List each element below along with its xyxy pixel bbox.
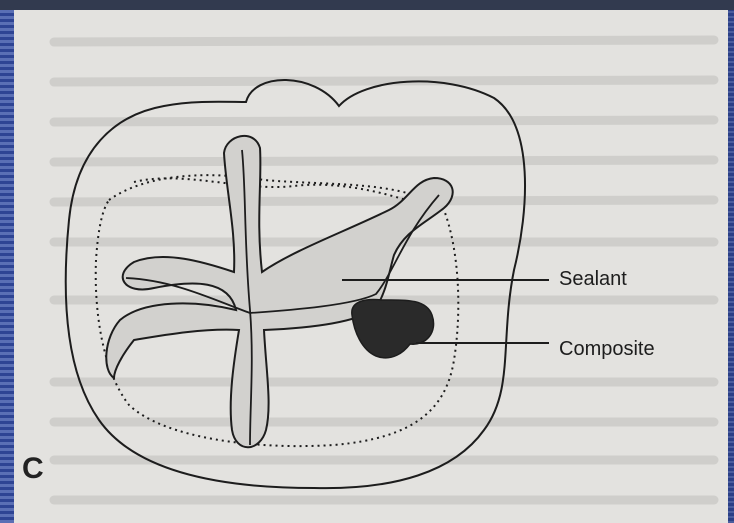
- slide-top-band: [0, 0, 734, 10]
- sealant-label: Sealant: [559, 268, 627, 291]
- tooth-diagram: [14, 10, 728, 523]
- sealant-shape: [106, 136, 452, 447]
- composite-label: Composite: [559, 338, 655, 361]
- composite-shape: [352, 300, 434, 358]
- panel-letter: C: [22, 452, 44, 486]
- textbook-figure: Sealant Composite: [14, 10, 728, 523]
- slide-left-band: [0, 10, 14, 523]
